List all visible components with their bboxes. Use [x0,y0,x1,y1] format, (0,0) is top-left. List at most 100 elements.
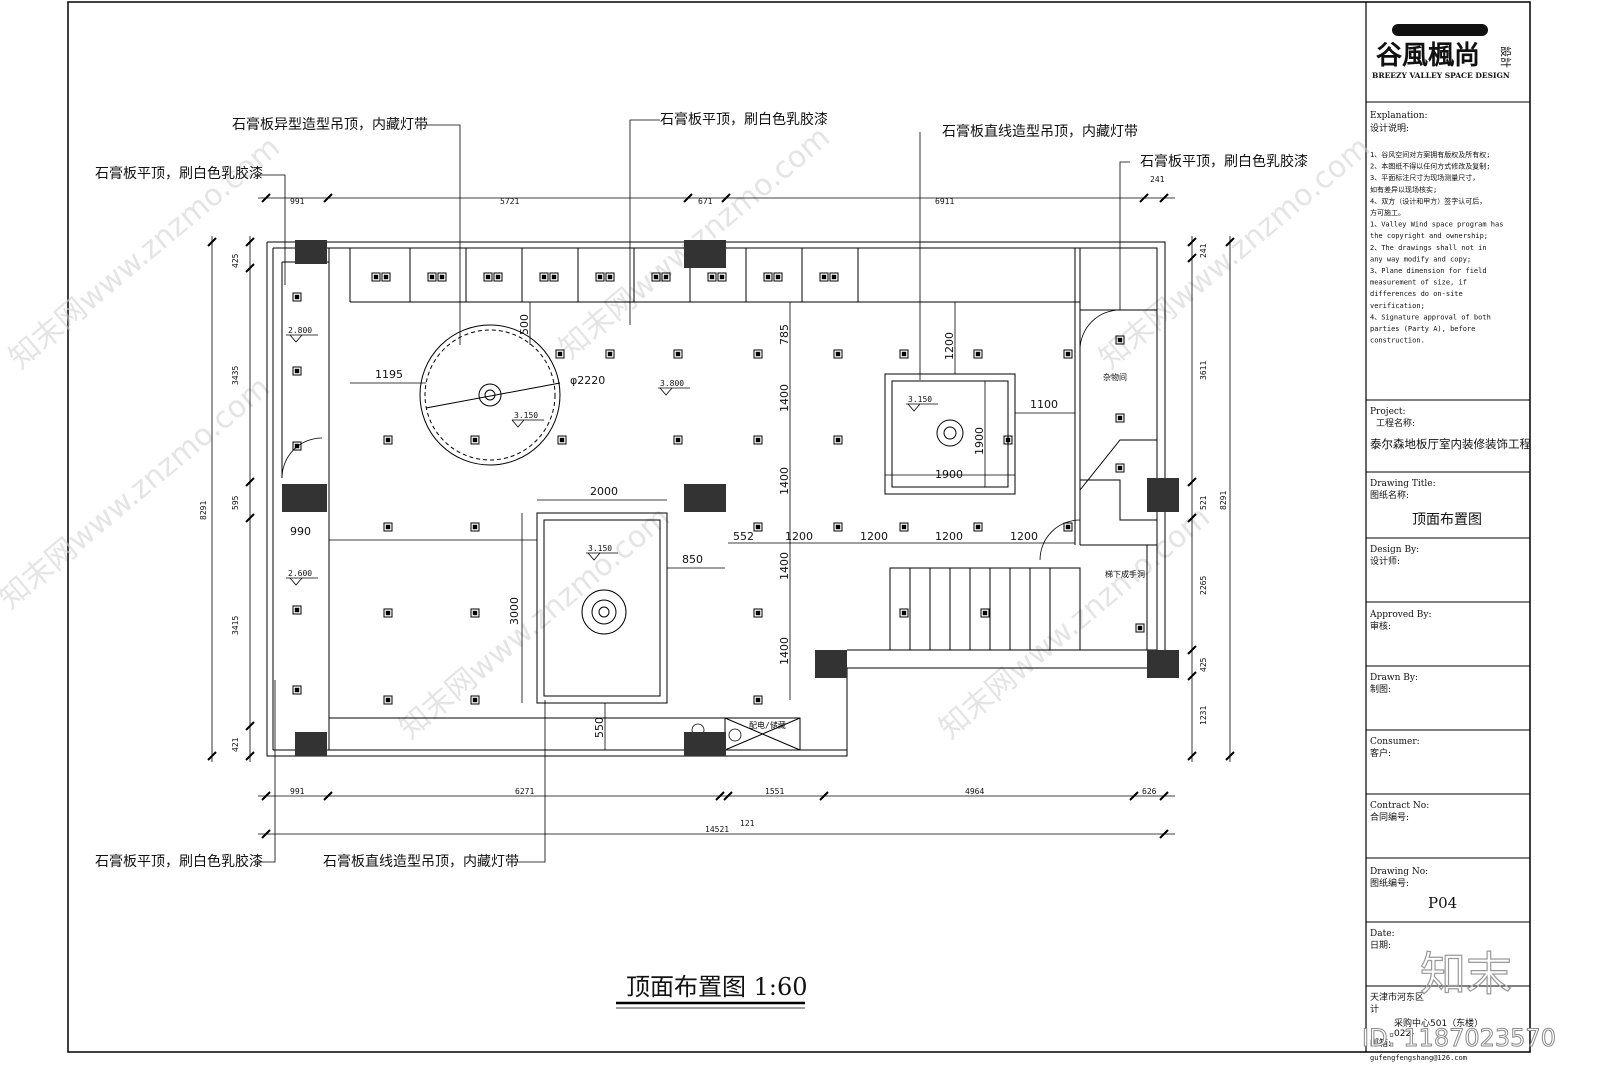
tb-explanation-cn: 设计说明: [1370,122,1409,134]
inner-dim-lines [329,302,1075,750]
tb-note-line: differences do on-site [1370,290,1463,298]
downlight-icon [753,608,763,618]
label-flat-ceiling-right: 石膏板平顶，刷白色乳胶漆 [1140,153,1308,170]
logo-brush-stroke [1392,24,1488,36]
downlight-icon [371,272,391,282]
drawing-title: 顶面布置图 1:60 [626,973,808,1001]
tb-note-line: verification; [1370,302,1425,310]
downlight-icon [980,608,990,618]
dim-1200-2: 1200 [860,530,888,543]
leader-lines [255,119,1130,863]
dim-left-3: 595 [231,495,240,510]
dim-bottom-5: 626 [1142,787,1157,796]
downlight-icon [819,272,839,282]
tb-note-line: 如有差异以现场核实; [1370,185,1437,194]
downlight-icon [753,522,763,532]
tb-project-cn: 工程名称: [1376,417,1415,429]
downlight-icon [1063,522,1073,532]
tb-consumer-heading: Consumer: [1370,737,1420,747]
dim-1400-d: 1400 [778,637,791,665]
tb-contract-heading: Contract No: [1370,801,1429,811]
level-3150-circle: 3.150 [514,411,538,420]
dim-1195: 1195 [375,368,403,381]
downlight-icon [427,272,447,282]
room-stair-rail: 梯下成手洞 [1105,569,1145,579]
dim-1400-a: 1400 [778,384,791,412]
downlight-icon [292,605,302,615]
tb-title-value: 顶面布置图 [1412,512,1482,528]
tb-contract-cn: 合同编号: [1370,811,1409,823]
tb-note-line: construction. [1370,337,1425,345]
level-2800: 2.800 [288,326,312,335]
downlight-icon [383,435,393,445]
downlight-icon [1135,623,1145,633]
tb-note-line: any way modify and copy; [1370,255,1471,263]
tb-note-line: measurement of size, if [1370,279,1467,287]
downlight-array [292,272,1145,705]
downlight-icon [470,522,480,532]
watermark-id: ID: 1187023570 [1362,1024,1556,1052]
round-ceiling-feature [419,324,561,466]
tb-address-1: 天津市河东区 [1370,991,1424,1003]
tb-drawing-no-heading: Drawing No: [1370,867,1428,877]
dim-1200-1: 1200 [785,530,813,543]
tb-phone: 022- [1394,1029,1414,1039]
dim-top-1: 991 [290,197,305,206]
downlight-icon [292,366,302,376]
level-mark-underlines [286,334,938,586]
tb-design-cn: 设计师: [1370,555,1400,567]
watermark-3: 知末网www.znzmo.com [393,500,677,746]
dim-left-1: 425 [231,253,240,268]
dim-1900-h: 1900 [973,427,986,455]
tb-address-3: 采购中心501（东楼） [1394,1017,1483,1029]
dim-1900-w: 1900 [935,468,963,481]
dim-left-total: 8291 [199,501,208,520]
dim-1200-3: 1200 [935,530,963,543]
downlight-icon [1063,349,1073,359]
label-flat-ceiling-left: 石膏板平顶，刷白色乳胶漆 [95,165,263,182]
level-2600: 2.600 [288,569,312,578]
dim-top-5: 241 [1150,175,1165,184]
dim-3000: 3000 [508,597,521,625]
downlight-icon [383,608,393,618]
dim-top-3: 671 [698,197,713,206]
downlight-icon [673,435,683,445]
room-utility: 配电/储藏 [749,720,786,730]
dim-1100: 1100 [1030,398,1058,411]
logo-chinese: 谷風楓尚 [1376,41,1480,71]
downlight-icon [1115,335,1125,345]
dim-bottom-3: 1551 [765,787,784,796]
downlight-icon [763,272,783,282]
dim-bottom-2: 6271 [515,787,534,796]
downlight-icon [753,435,763,445]
tb-date-cn: 日期: [1370,940,1391,951]
tb-note-line: 1、谷风空间对方案拥有版权及所有权; [1370,150,1490,159]
logo-english: BREEZY VALLEY SPACE DESIGN [1372,71,1510,80]
downlight-icon [605,349,615,359]
dim-right-4: 2265 [1199,576,1208,595]
downlight-icon [555,349,565,359]
dim-1200-top: 1200 [943,332,956,360]
downlight-icon [833,435,843,445]
downlight-icon [1115,413,1125,423]
downlight-icon [557,435,567,445]
downlight-icon [383,695,393,705]
dim-bottom-4: 4964 [965,787,984,796]
downlight-icon [292,441,302,451]
downlight-icon [292,292,302,302]
tb-project-heading: Project: [1370,407,1406,417]
dim-bottom-1: 991 [290,787,305,796]
downlight-icon [899,349,909,359]
dim-right-3: 521 [1199,495,1208,510]
tb-note-line: 1、Valley Wind space program has [1370,221,1503,229]
tb-date-heading: Date: [1370,929,1395,939]
dim-right-1: 241 [1199,243,1208,258]
downlight-icon [470,608,480,618]
dim-785: 785 [778,324,791,345]
tb-note-line: 4、双方（设计和甲方）签字认可后， [1370,196,1486,205]
dimension-ticks [207,193,1235,839]
tb-note-line: parties (Party A), before [1370,325,1475,333]
dim-phi2220: φ2220 [570,374,605,387]
downlight-icon [673,349,683,359]
downlight-icon [973,522,983,532]
